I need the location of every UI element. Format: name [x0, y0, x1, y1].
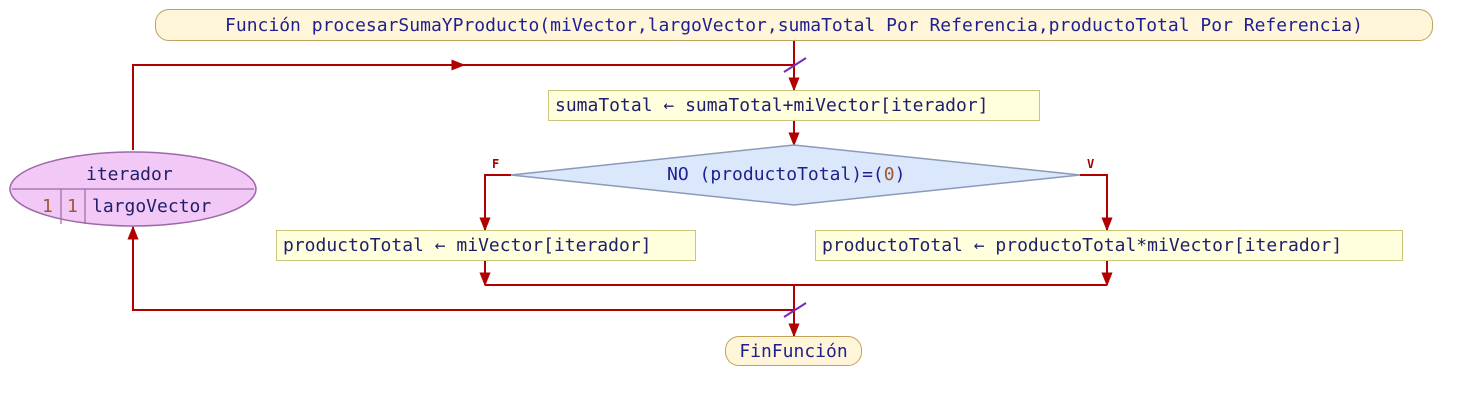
decision-num: 0: [883, 164, 895, 185]
loop-step: 1: [67, 196, 78, 217]
loop-marker-top: [783, 57, 807, 73]
step-suma-total: sumaTotal ← sumaTotal+miVector[iterador]: [548, 90, 1040, 121]
header-ref1: Por Referencia: [886, 14, 1038, 36]
false-target: productoTotal: [283, 235, 424, 256]
loop-marker-bottom: [783, 302, 807, 318]
header-mid: ,productoTotal: [1037, 14, 1190, 36]
header-ref2: Por Referencia: [1200, 14, 1353, 36]
edge-loop-return: [127, 225, 794, 311]
decision-condition: NO (productoTotal)=(0): [667, 164, 905, 185]
loop-start: 1: [42, 196, 53, 217]
false-expr: miVector[iterador]: [456, 235, 652, 256]
edge-decision-true: [1080, 174, 1113, 232]
false-label: F: [492, 157, 500, 171]
header-keyword: Función: [225, 14, 301, 36]
loop-end: largoVector: [92, 196, 212, 217]
step1-target: sumaTotal: [555, 95, 653, 116]
decision-close: ): [894, 164, 906, 185]
true-target: productoTotal: [822, 235, 963, 256]
header-signature: procesarSumaYProducto(miVector,largoVect…: [311, 14, 876, 36]
true-arrow: ←: [973, 235, 985, 256]
decision-open: (productoTotal)=(: [699, 164, 884, 185]
step-producto-asignar: productoTotal ← miVector[iterador]: [276, 230, 696, 261]
step1-expr: sumaTotal+miVector[iterador]: [685, 95, 989, 116]
true-label: V: [1087, 157, 1095, 171]
step1-arrow: ←: [663, 95, 675, 116]
edge-decision-false: [479, 174, 511, 232]
footer-label: FinFunción: [739, 340, 848, 362]
decision-diamond: [510, 144, 1081, 206]
header-close: ): [1352, 14, 1363, 36]
false-arrow: ←: [434, 235, 446, 256]
function-header: Función procesarSumaYProducto(miVector,l…: [155, 9, 1433, 41]
true-expr: productoTotal*miVector[iterador]: [995, 235, 1343, 256]
decision-kw: NO: [667, 164, 689, 185]
step-producto-multiplicar: productoTotal ← productoTotal*miVector[i…: [815, 230, 1403, 261]
loop-variable: iterador: [86, 164, 173, 185]
end-function: FinFunción: [725, 336, 862, 366]
